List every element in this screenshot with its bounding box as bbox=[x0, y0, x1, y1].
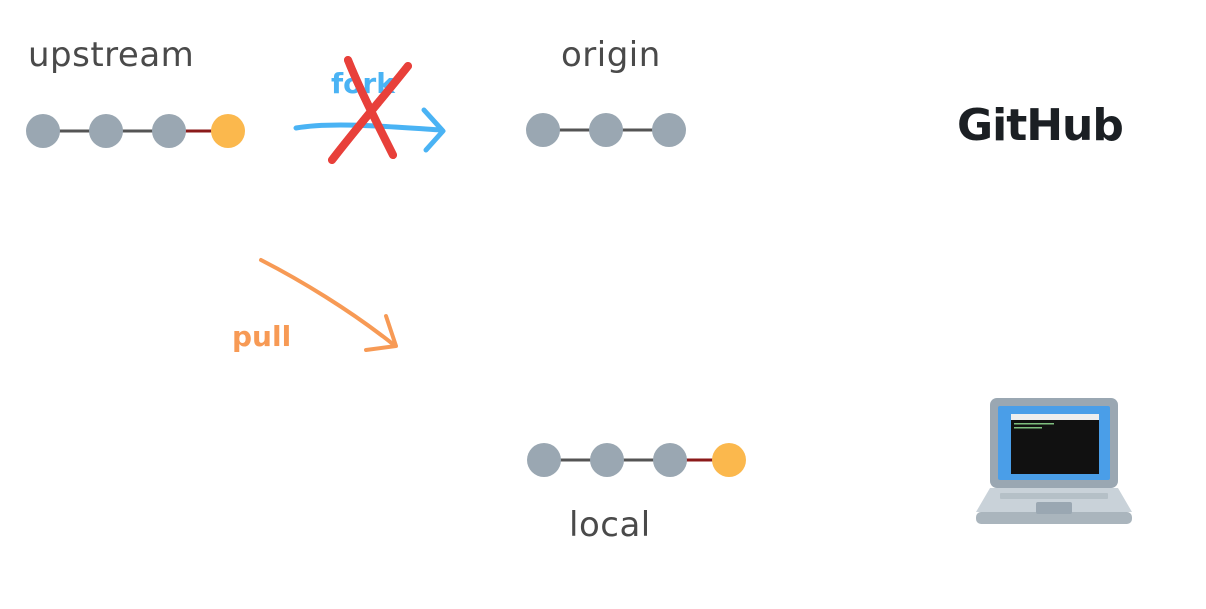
commit-dot bbox=[152, 114, 186, 148]
commit-dot bbox=[89, 114, 123, 148]
laptop-icon bbox=[976, 398, 1132, 524]
pull-label: pull bbox=[232, 320, 292, 353]
new-commit-dot bbox=[211, 114, 245, 148]
upstream-commit-chain bbox=[26, 114, 245, 148]
github-logo: GitHub bbox=[957, 100, 1124, 151]
commit-dot bbox=[527, 443, 561, 477]
origin-label: origin bbox=[561, 35, 661, 75]
commit-dot bbox=[652, 113, 686, 147]
local-commit-chain bbox=[527, 443, 746, 477]
fork-label: fork bbox=[331, 67, 395, 100]
pull-arrow bbox=[259, 258, 398, 352]
commit-dot bbox=[526, 113, 560, 147]
commit-dot bbox=[589, 113, 623, 147]
commit-dot bbox=[26, 114, 60, 148]
local-label: local bbox=[569, 505, 651, 545]
new-commit-dot bbox=[712, 443, 746, 477]
origin-commit-chain bbox=[526, 113, 686, 147]
commit-dot bbox=[653, 443, 687, 477]
commit-dot bbox=[590, 443, 624, 477]
upstream-label: upstream bbox=[28, 35, 195, 75]
